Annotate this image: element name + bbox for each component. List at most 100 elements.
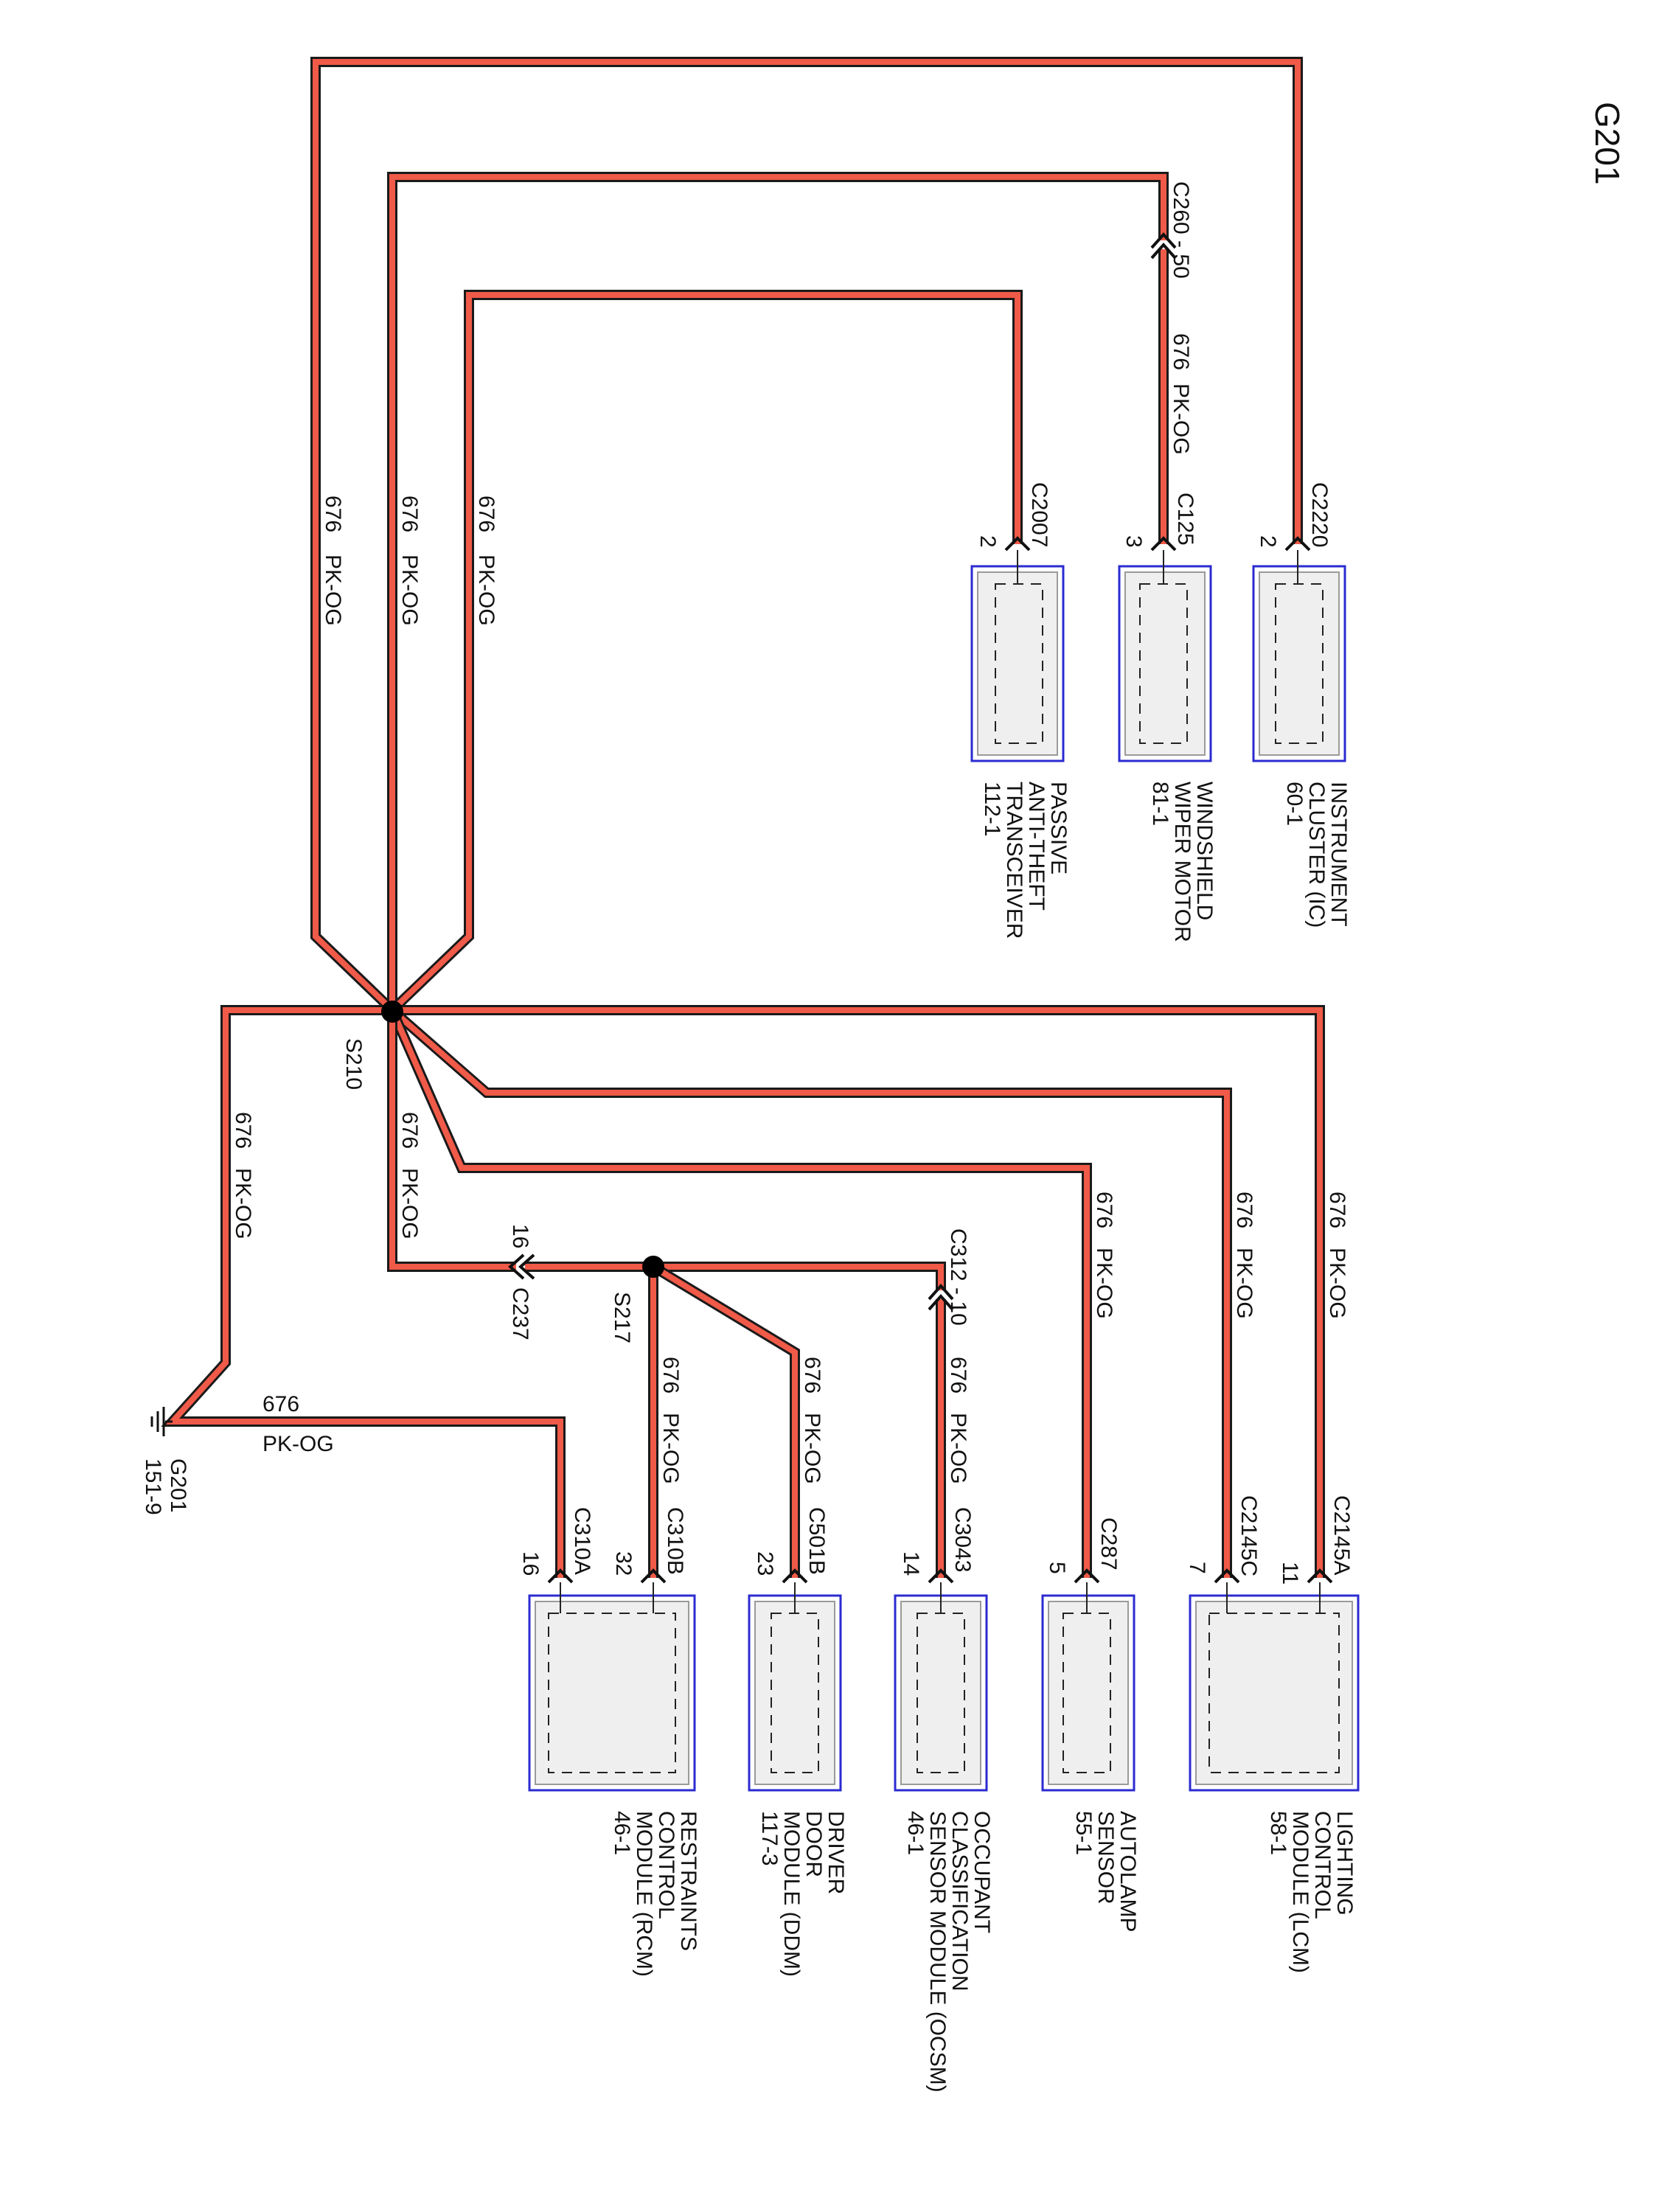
wire-pats [389,290,1023,1015]
wire-label-circuit: 676 [1092,1192,1116,1228]
svg-text:DRIVER: DRIVER [824,1811,848,1894]
component-rcm [528,1582,696,1792]
wire-label-circuit: 676 [262,1392,299,1416]
svg-text:INSTRUMENT: INSTRUMENT [1326,782,1351,927]
svg-text:SENSOR: SENSOR [1093,1811,1118,1905]
svg-text:OCCUPANT: OCCUPANT [970,1811,994,1933]
component-ocsm [894,1582,988,1792]
connector-c2007-symbol [1004,536,1031,552]
wire-label-circuit: 676 [800,1357,824,1394]
wire-label-color: PK-OG [397,554,422,626]
svg-text:60-1: 60-1 [1282,782,1307,826]
wire-label-color: PK-OG [658,1413,683,1484]
wire-label-color: PK-OG [231,1168,255,1239]
pin-c287: 5 [1045,1562,1069,1574]
wire-label-color: PK-OG [262,1432,334,1456]
svg-text:MODULE (RCM): MODULE (RCM) [632,1811,656,1977]
svg-text:WIPER MOTOR: WIPER MOTOR [1170,782,1194,942]
svg-text:CLASSIFICATION: CLASSIFICATION [947,1811,972,1991]
wire-label-color: PK-OG [1232,1248,1256,1319]
connector-c125-label: C125 [1173,493,1197,546]
inline-connector-c312-label: C312 - 10 [946,1228,970,1326]
svg-text:SENSOR MODULE (OCSM): SENSOR MODULE (OCSM) [925,1811,950,2093]
ground-name: G201 [166,1458,190,1512]
svg-text:ANTI-THEFT: ANTI-THEFT [1024,782,1048,911]
inline-connector-c260-label: C260 - 50 [1169,181,1193,279]
pin-c310b: 32 [611,1551,636,1576]
wire-label-circuit: 676 [1325,1192,1349,1228]
connector-c125-symbol [1150,536,1177,552]
pin-c3043: 14 [899,1551,923,1576]
wire-label-circuit: 676 [231,1112,255,1149]
component-pats [970,550,1065,762]
connector-c287-symbol [1074,1568,1100,1584]
connector-c2220-label: C2220 [1307,482,1332,547]
component-name-ocsm: OCCUPANT CLASSIFICATION SENSOR MODULE (O… [903,1811,994,2093]
labels: G201 676 PK-OG 676 PK-OG 676 PK-OG 676 P… [141,102,1627,2093]
wire-label-color: PK-OG [1092,1248,1116,1319]
svg-text:46-1: 46-1 [903,1811,928,1855]
wire-ic [310,57,1303,1015]
connector-c310b-label: C310B [663,1507,687,1575]
wire-label-color: PK-OG [1325,1248,1349,1319]
svg-text:55-1: 55-1 [1071,1811,1096,1855]
wire-label-color: PK-OG [474,554,498,626]
inline-connector-c237-name: C237 [508,1287,532,1340]
pin-c2220: 2 [1256,535,1280,548]
wire-label-circuit: 676 [658,1357,683,1394]
component-instrument-cluster [1252,550,1346,762]
connector-c3043-label: C3043 [950,1507,975,1572]
ground-icon [150,1407,173,1436]
splice-label-s210: S210 [341,1038,366,1090]
connector-c2145c-symbol [1214,1568,1240,1584]
wire-label-circuit: 676 [321,495,345,532]
connector-c310a-symbol [547,1568,574,1584]
splice-s210-dot [381,1001,403,1023]
component-name-lcm: LIGHTING CONTROL MODULE (LCM) 58-1 [1266,1811,1357,1973]
connector-c3043-symbol [928,1568,954,1584]
connector-c501b-symbol [782,1568,808,1584]
connector-c2145c-label: C2145C [1237,1495,1261,1576]
svg-text:CONTROL: CONTROL [654,1811,678,1919]
pin-c125: 3 [1121,535,1146,548]
splice-s217-dot [642,1256,664,1278]
connector-c2007-label: C2007 [1027,482,1051,547]
splice-label-s217: S217 [610,1292,634,1343]
connector-c2145a-label: C2145A [1329,1495,1354,1575]
connector-c310b-symbol [640,1568,667,1584]
inline-connector-c260 [1150,232,1177,260]
svg-text:46-1: 46-1 [610,1811,634,1855]
connector-c2145a-symbol [1307,1568,1333,1584]
wires [161,57,1325,1578]
svg-text:81-1: 81-1 [1148,782,1172,826]
component-autolamp [1041,1582,1135,1792]
component-name-rcm: RESTRAINTS CONTROL MODULE (RCM) 46-1 [610,1811,700,1977]
connector-c287-label: C287 [1096,1517,1121,1571]
connector-c2220-symbol [1284,536,1311,552]
svg-text:DOOR: DOOR [801,1811,826,1877]
component-lcm [1189,1582,1360,1792]
wire-label-circuit: 676 [1169,333,1193,370]
component-ddm [748,1582,842,1792]
ground-ref: 151-9 [141,1458,165,1515]
component-name-pats: PASSIVE ANTI-THEFT TRANSCEIVER 112-1 [980,782,1071,939]
component-wiper-motor [1118,550,1212,762]
wire-label-circuit: 676 [397,495,422,532]
component-name-instrument-cluster: INSTRUMENT CLUSTER (IC) 60-1 [1282,782,1351,928]
svg-text:CLUSTER (IC): CLUSTER (IC) [1304,782,1329,928]
inline-connector-c312 [928,1283,954,1311]
wire-label-circuit: 676 [1232,1192,1256,1228]
component-name-autolamp: AUTOLAMP SENSOR 55-1 [1071,1811,1140,1933]
wire-label-circuit: 676 [946,1357,970,1394]
wire-label-color: PK-OG [397,1168,422,1239]
svg-text:AUTOLAMP: AUTOLAMP [1116,1811,1140,1933]
pin-c2145c: 7 [1185,1562,1209,1574]
page-title: G201 [1588,102,1627,185]
wire-label-color: PK-OG [1169,383,1193,455]
svg-text:RESTRAINTS: RESTRAINTS [676,1811,700,1951]
component-name-ddm: DRIVER DOOR MODULE (DDM) 117-3 [757,1811,848,1977]
svg-text:PASSIVE: PASSIVE [1046,782,1071,874]
wire-label-color: PK-OG [946,1413,970,1484]
svg-text:WINDSHIELD: WINDSHIELD [1192,782,1217,920]
inline-connector-c237-pin: 16 [508,1224,532,1248]
